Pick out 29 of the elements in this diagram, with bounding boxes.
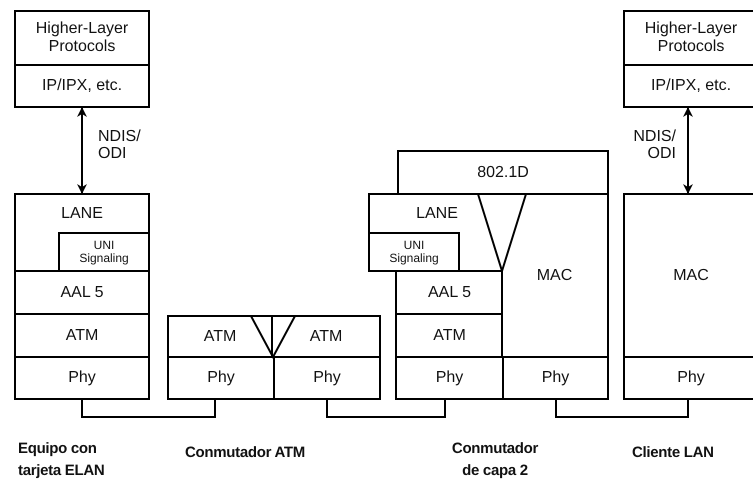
- device-caption: Equipo con tarjeta ELAN: [18, 439, 106, 481]
- protocol-layer-box: Higher-Layer Protocols: [14, 10, 150, 66]
- protocol-layer-box: IP/IPX, etc.: [14, 64, 150, 108]
- protocol-layer-box: ATM: [167, 315, 273, 358]
- protocol-layer-box: Phy: [273, 356, 381, 400]
- protocol-layer-box: AAL 5: [14, 270, 150, 315]
- protocol-layer-box: ATM: [271, 315, 381, 358]
- protocol-layer-box: 802.1D: [397, 150, 609, 195]
- device-caption: Conmutador ATM: [185, 443, 306, 463]
- protocol-layer-box: UNI Signaling: [58, 232, 150, 272]
- protocol-layer-box: ATM: [14, 313, 150, 358]
- protocol-layer-box: Higher-Layer Protocols: [623, 10, 753, 66]
- device-caption: Cliente LAN: [632, 443, 715, 463]
- protocol-layer-box: Phy: [167, 356, 275, 400]
- protocol-layer-box: Phy: [502, 356, 609, 400]
- protocol-layer-box: IP/IPX, etc.: [623, 64, 753, 108]
- double-arrow: [683, 107, 693, 194]
- protocol-layer-box: Phy: [395, 356, 504, 400]
- connector-line: [81, 400, 216, 418]
- protocol-layer-box: Phy: [14, 356, 150, 400]
- device-caption: Conmutador de capa 2: [450, 439, 540, 481]
- protocol-layer-box: MAC: [623, 193, 753, 358]
- connector-line: [555, 400, 689, 418]
- protocol-layer-box: Phy: [623, 356, 753, 400]
- protocol-layer-box: UNI Signaling: [368, 232, 460, 272]
- double-arrow: [77, 107, 87, 194]
- protocol-layer-box: MAC: [502, 193, 609, 358]
- connector-line: [326, 400, 446, 418]
- protocol-layer-box: LANE UNI Signaling: [14, 193, 150, 272]
